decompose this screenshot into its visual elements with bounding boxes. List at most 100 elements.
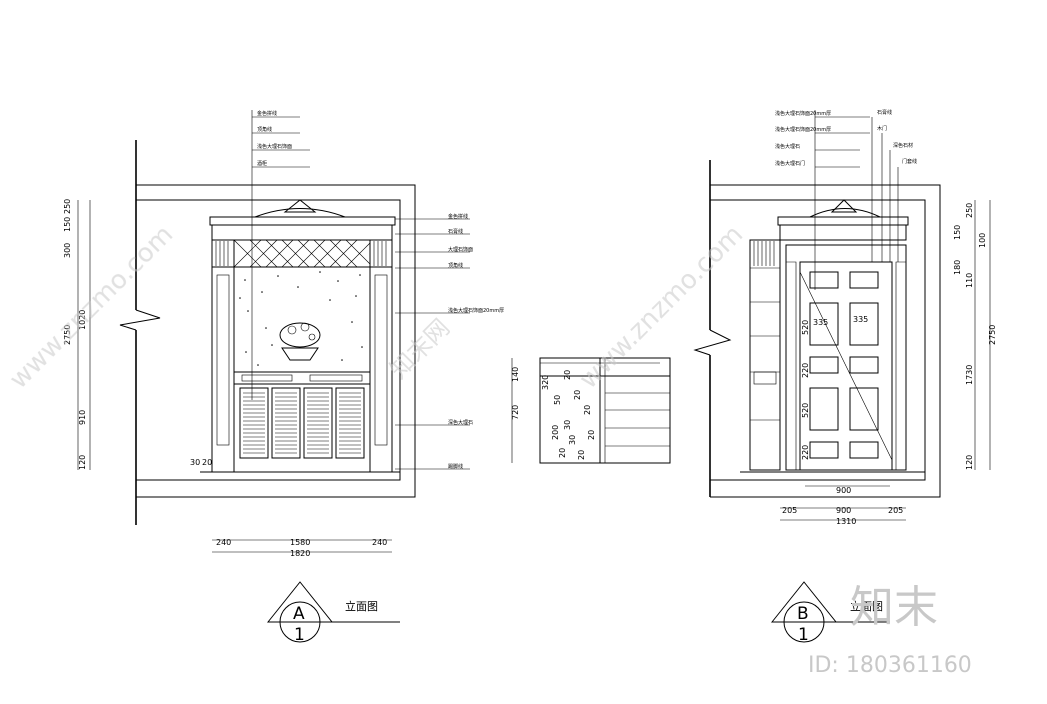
note-a-right-3: 大理石饰面 <box>448 246 473 253</box>
dim-b-180: 180 <box>953 260 962 275</box>
dim-b-100: 100 <box>978 233 987 248</box>
crown-b <box>777 216 909 226</box>
pilaster-right-inset <box>374 274 388 446</box>
room-inner-frame-b <box>710 199 926 481</box>
crest-ornament <box>283 199 317 213</box>
frieze-right <box>369 239 393 268</box>
cab-dim-20b: 20 <box>573 390 582 400</box>
door-leaf <box>799 261 893 471</box>
drawer-left <box>241 374 293 382</box>
dim-1020: 1020 <box>78 310 87 330</box>
note-b-right-3: 深色石材 <box>893 142 913 149</box>
door-dim-520b: 520 <box>801 403 810 418</box>
elevation-b: 335 335 520 220 520 220 900 205 900 205 … <box>693 109 997 645</box>
note-a-2: 顶角线 <box>257 126 272 133</box>
cornice-band <box>211 224 393 241</box>
louvre-doors <box>239 387 365 459</box>
side-shelf-b <box>749 239 781 471</box>
cab-dim-320: 320 <box>541 375 550 390</box>
door-panels <box>809 271 879 459</box>
elevation-a: 250 150 300 2750 1020 910 120 240 1580 2… <box>63 110 504 645</box>
dim-1580: 1580 <box>290 538 310 547</box>
cab-dim-200: 200 <box>551 425 560 440</box>
dim-b-250: 250 <box>965 203 974 218</box>
dim-240-left: 240 <box>216 538 231 547</box>
caption-a: 立面图 <box>345 599 378 613</box>
crest-b <box>830 199 858 213</box>
dim-300: 300 <box>63 243 72 258</box>
small-dim-20: 20 <box>202 458 212 467</box>
dim-120: 120 <box>78 455 87 470</box>
dim-b-1730: 1730 <box>965 365 974 385</box>
lattice-pattern <box>233 239 371 268</box>
note-a-base: 踢脚线 <box>448 463 463 470</box>
pediment-b <box>809 208 881 218</box>
door-casing <box>785 244 907 471</box>
cab-dim-20c: 20 <box>583 405 592 415</box>
caption-b: 立面图 <box>850 599 883 613</box>
break-line <box>119 309 161 331</box>
dim-150: 150 <box>63 217 72 232</box>
cab-dim-50: 50 <box>553 395 562 405</box>
note-b-2: 浅色大理石饰面20mm厚 <box>775 126 831 133</box>
door-dim-220b: 220 <box>801 445 810 460</box>
watermarks: www.znzmo.com www.znzmo.com 知末网 <box>4 220 749 395</box>
cab-dim-30b: 30 <box>568 435 577 445</box>
note-a-4: 酒柜 <box>257 160 267 167</box>
cab-dim-20e: 20 <box>558 448 567 458</box>
room-inner-frame <box>136 199 401 481</box>
tag-a-number: 1 <box>294 625 305 645</box>
dim-b-205-left: 205 <box>782 506 797 515</box>
flower-arrangement <box>279 322 321 348</box>
section-tag-b: B 1 立面图 <box>770 581 890 645</box>
dim-b-900-inner: 900 <box>836 486 851 495</box>
break-line-b <box>693 329 732 356</box>
watermark-brand: 知末网 <box>384 314 455 385</box>
cab-dim-720: 720 <box>511 405 520 420</box>
note-b-right-1: 石膏线 <box>877 109 892 116</box>
drawer-right <box>309 374 363 382</box>
cornice-b <box>779 224 907 241</box>
tag-b-number: 1 <box>798 625 809 645</box>
dim-240-right: 240 <box>372 538 387 547</box>
frieze-flutes <box>215 241 387 266</box>
note-a-right-4: 顶角线 <box>448 262 463 269</box>
louvre-slats <box>243 392 361 454</box>
dim-b-120: 120 <box>965 455 974 470</box>
door-swing-line <box>799 271 893 461</box>
dim-b-1310: 1310 <box>836 517 856 526</box>
door-dim-335-left: 335 <box>813 318 828 327</box>
watermark-site-a: www.znzmo.com <box>4 220 179 395</box>
dim-b-2750: 2750 <box>988 325 997 345</box>
tag-b-letter: B <box>797 604 809 624</box>
note-b-3: 浅色大理石 <box>775 143 800 150</box>
room-frame-b <box>710 184 941 498</box>
door-dim-520a: 520 <box>801 320 810 335</box>
cab-dim-30a: 30 <box>563 420 572 430</box>
cab-dim-20d: 20 <box>587 430 596 440</box>
note-a-right-5: 浅色大理石饰面20mm厚 <box>448 307 504 314</box>
watermark-id: ID: 180361160 <box>808 653 972 678</box>
note-b-1: 浅色大理石饰面20mm厚 <box>775 110 831 117</box>
dim-250: 250 <box>63 199 72 214</box>
door-dim-220a: 220 <box>801 363 810 378</box>
tag-a-letter: A <box>293 604 305 624</box>
note-b-right-4: 门套线 <box>902 158 917 165</box>
pilaster-left <box>211 266 235 473</box>
vase <box>281 347 319 361</box>
cab-dim-20a: 20 <box>563 370 572 380</box>
note-a-right-2: 石膏线 <box>448 228 463 235</box>
dim-b-150: 150 <box>953 225 962 240</box>
small-dim-30: 30 <box>190 458 200 467</box>
dim-b-900: 900 <box>836 506 851 515</box>
note-a-right-6: 深色大理石 <box>448 419 473 426</box>
note-b-right-2: 木门 <box>877 125 887 132</box>
cab-dim-20f: 20 <box>577 450 586 460</box>
note-a-right-1: 金色拼线 <box>448 213 468 220</box>
dim-2750: 2750 <box>63 325 72 345</box>
marble-speckles <box>239 271 363 366</box>
dim-b-110: 110 <box>965 273 974 288</box>
crown-molding <box>209 216 396 226</box>
section-tag-a: A 1 立面图 <box>266 581 400 645</box>
